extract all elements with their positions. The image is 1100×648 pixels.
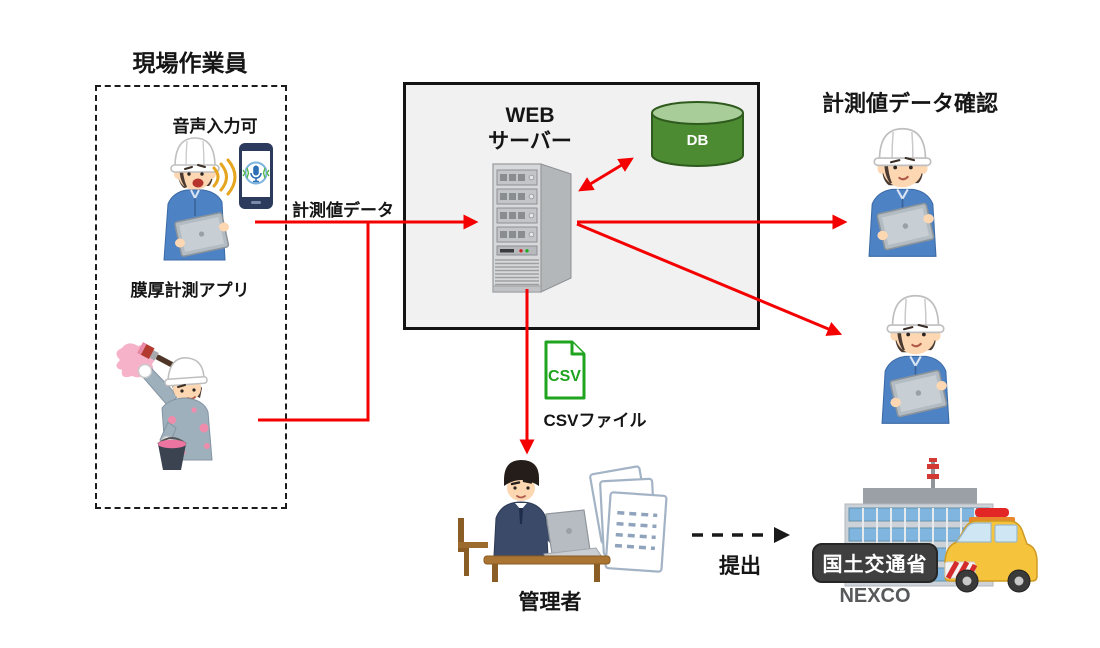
submit-label: 提出	[719, 555, 761, 578]
data-check-title: 計測値データ確認	[821, 91, 998, 116]
admin-label: 管理者	[518, 591, 582, 614]
db-label: DB	[687, 132, 709, 149]
web-server-title: WEB サーバー	[455, 103, 605, 155]
painter-worker-icon	[116, 342, 213, 470]
nexco-label: NEXCO	[839, 585, 910, 607]
patrol-car-icon	[944, 508, 1038, 593]
admin-at-desk-icon	[458, 460, 668, 582]
worker-with-tablet-icon	[163, 137, 237, 261]
csv-file-icon: CSV	[544, 340, 586, 400]
smartphone-voice-icon	[239, 143, 273, 209]
web-server-icon	[492, 163, 572, 293]
voice-input-label: 音声入力可	[172, 117, 258, 136]
mlit-sign-label: 国土交通省	[823, 552, 928, 576]
government-building-icon: 国土交通省 NEXCO	[812, 458, 1038, 607]
web-server-line1: WEB	[505, 104, 555, 127]
arrow-submit-head	[774, 527, 790, 543]
csv-file-label: CSVファイル	[543, 411, 647, 430]
measurement-data-label: 計測値データ	[292, 201, 394, 220]
checker-worker-bottom-icon	[858, 285, 973, 432]
document-stack-icon	[589, 465, 668, 573]
app-label: 膜厚計測アプリ	[130, 281, 250, 300]
mlit-sign	[812, 543, 938, 583]
database-icon: DB	[651, 101, 744, 167]
field-workers-title: 現場作業員	[132, 50, 248, 76]
csv-icon-text: CSV	[548, 368, 581, 385]
checker-worker-top-icon	[845, 118, 960, 265]
web-server-line2: サーバー	[488, 130, 572, 153]
